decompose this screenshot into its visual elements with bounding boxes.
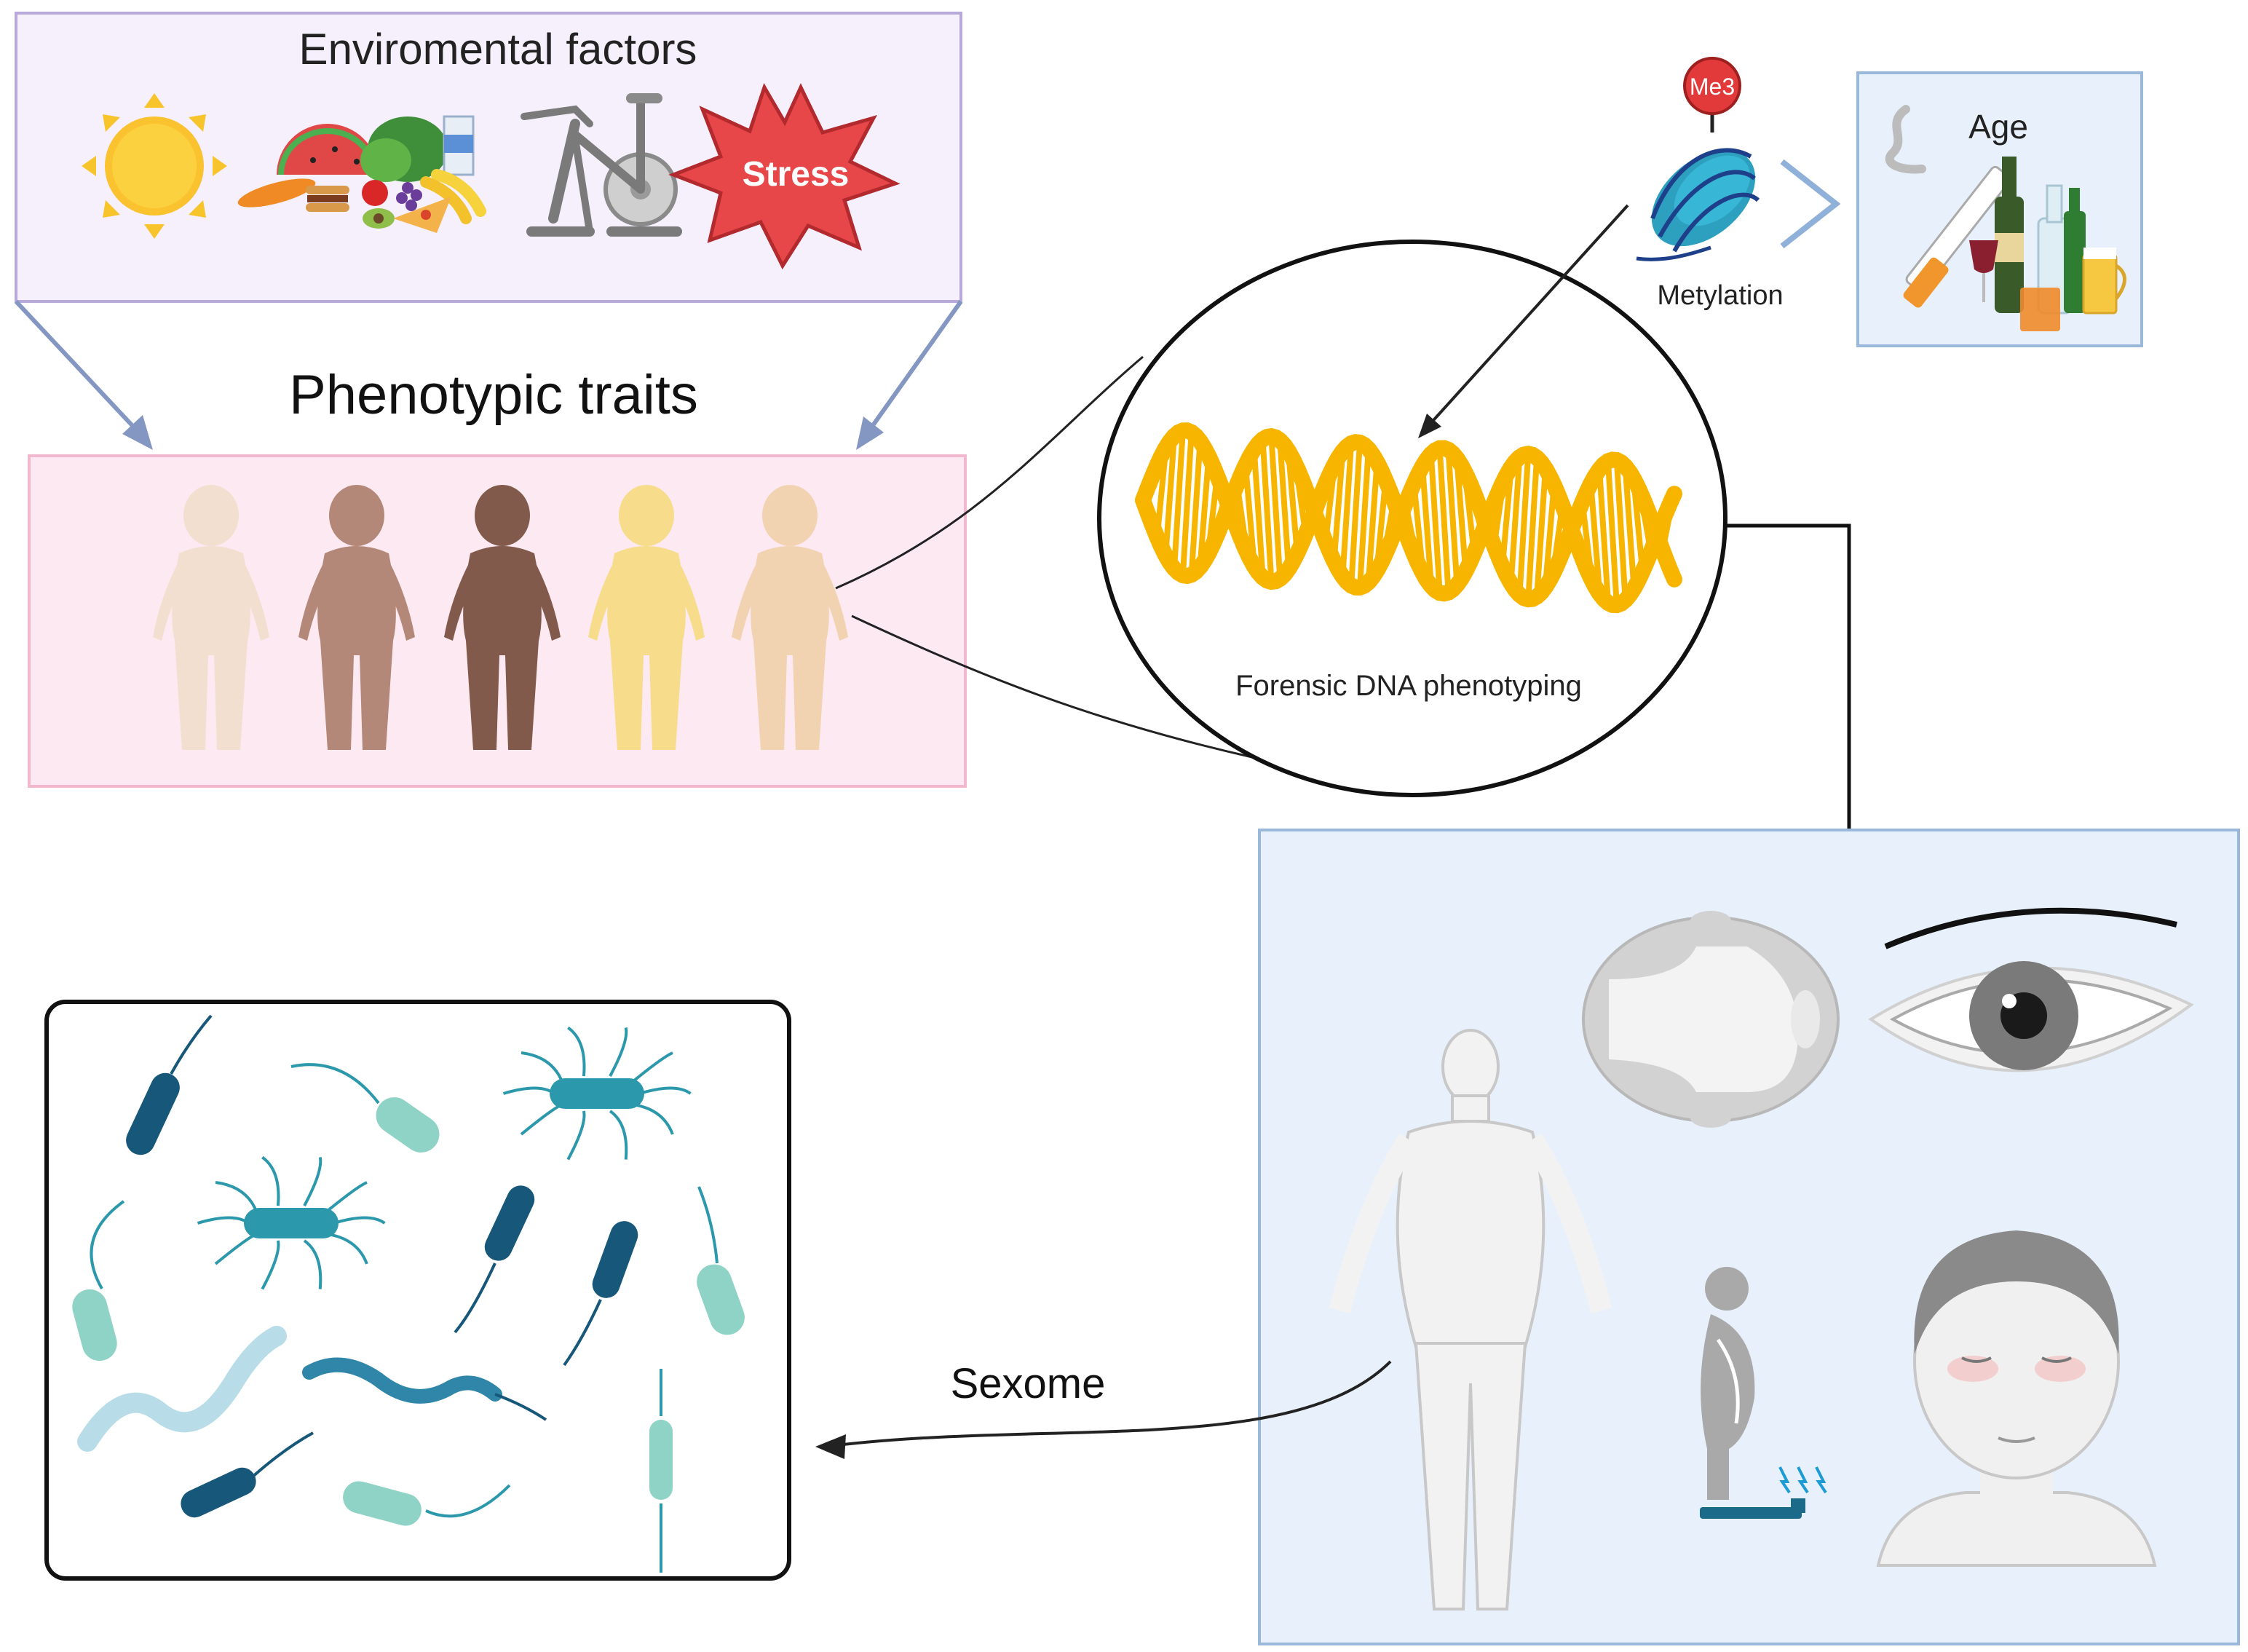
face-icon xyxy=(1876,1230,2157,1567)
curved-bacterium xyxy=(343,1481,422,1526)
nucleosome-icon xyxy=(1636,108,1760,261)
methylation-to-dna-arrow xyxy=(1418,204,1629,438)
rod-bacterium xyxy=(126,1072,180,1155)
bacteria-collection xyxy=(72,1014,745,1573)
methylation-group: Me3 Metylation xyxy=(1636,57,1784,311)
physical-traits-panel xyxy=(1258,829,2240,1645)
curved-bacterium xyxy=(376,1097,440,1153)
flagellum xyxy=(250,1431,314,1479)
child-silhouette xyxy=(298,485,415,750)
flagellum xyxy=(563,1299,602,1367)
rod-bacterium xyxy=(181,1467,256,1518)
microbiome-panel xyxy=(44,1000,791,1581)
age-label: Age xyxy=(1968,108,2028,146)
flagellum xyxy=(290,1063,380,1104)
flagellum xyxy=(90,1200,125,1289)
sexome-arrow: Sexome xyxy=(815,1360,1392,1459)
exercise-bike-icon xyxy=(521,93,682,237)
stress-burst-icon: Stress xyxy=(668,82,901,270)
environmental-factors-panel: Enviromental factors xyxy=(15,12,962,303)
forensic-dna-label: Forensic DNA phenotyping xyxy=(1235,670,1582,702)
rod-bacterium xyxy=(484,1185,535,1261)
me3-badge: Me3 xyxy=(1683,57,1741,115)
child-silhouette xyxy=(588,485,705,750)
weight-scale-icon xyxy=(1700,1267,1827,1519)
human-body-icon xyxy=(1329,1029,1612,1610)
child-silhouette xyxy=(732,485,848,750)
methylation-label: Metylation xyxy=(1657,280,1783,311)
flagellum xyxy=(454,1262,496,1334)
spiral-bacterium xyxy=(77,1326,287,1452)
phenotypic-traits-title: Phenotypic traits xyxy=(289,364,698,426)
flagellum xyxy=(494,1393,547,1421)
forensic-dna-circle: Forensic DNA phenotyping xyxy=(1097,240,1727,797)
eye-icon xyxy=(1868,907,2194,1072)
spiral-bacterium xyxy=(302,1357,502,1404)
dna-helix-icon xyxy=(1135,422,1682,614)
env-to-phenotype-arrows xyxy=(14,299,963,450)
flagellated-bacterium xyxy=(502,1026,692,1161)
phenotypic-traits-panel xyxy=(28,454,967,788)
rod-bacterium xyxy=(649,1420,673,1500)
age-panel: Age xyxy=(1856,71,2143,347)
svg-text:Me3: Me3 xyxy=(1690,74,1735,100)
child-silhouette xyxy=(444,485,561,750)
child-silhouette xyxy=(153,485,269,750)
chevron-right-icon xyxy=(1780,159,1841,249)
flagellated-bacterium xyxy=(197,1155,386,1290)
head-top-icon xyxy=(1582,911,1840,1128)
stress-label: Stress xyxy=(743,155,850,194)
alcohol-bottles-icon xyxy=(1969,157,2126,331)
sun-icon xyxy=(82,93,227,239)
curved-bacterium xyxy=(72,1289,117,1361)
child-silhouettes xyxy=(153,485,848,750)
dna-to-traits-connector xyxy=(1727,523,1851,830)
flagellum xyxy=(425,1484,511,1518)
flagellum xyxy=(697,1186,719,1264)
rod-bacterium xyxy=(592,1221,638,1298)
flagellum xyxy=(170,1014,213,1075)
sexome-label: Sexome xyxy=(951,1360,1106,1407)
environmental-factors-title: Enviromental factors xyxy=(299,25,697,74)
food-icon xyxy=(237,115,486,233)
zoom-lines xyxy=(835,355,1253,759)
curved-bacterium xyxy=(697,1264,745,1335)
